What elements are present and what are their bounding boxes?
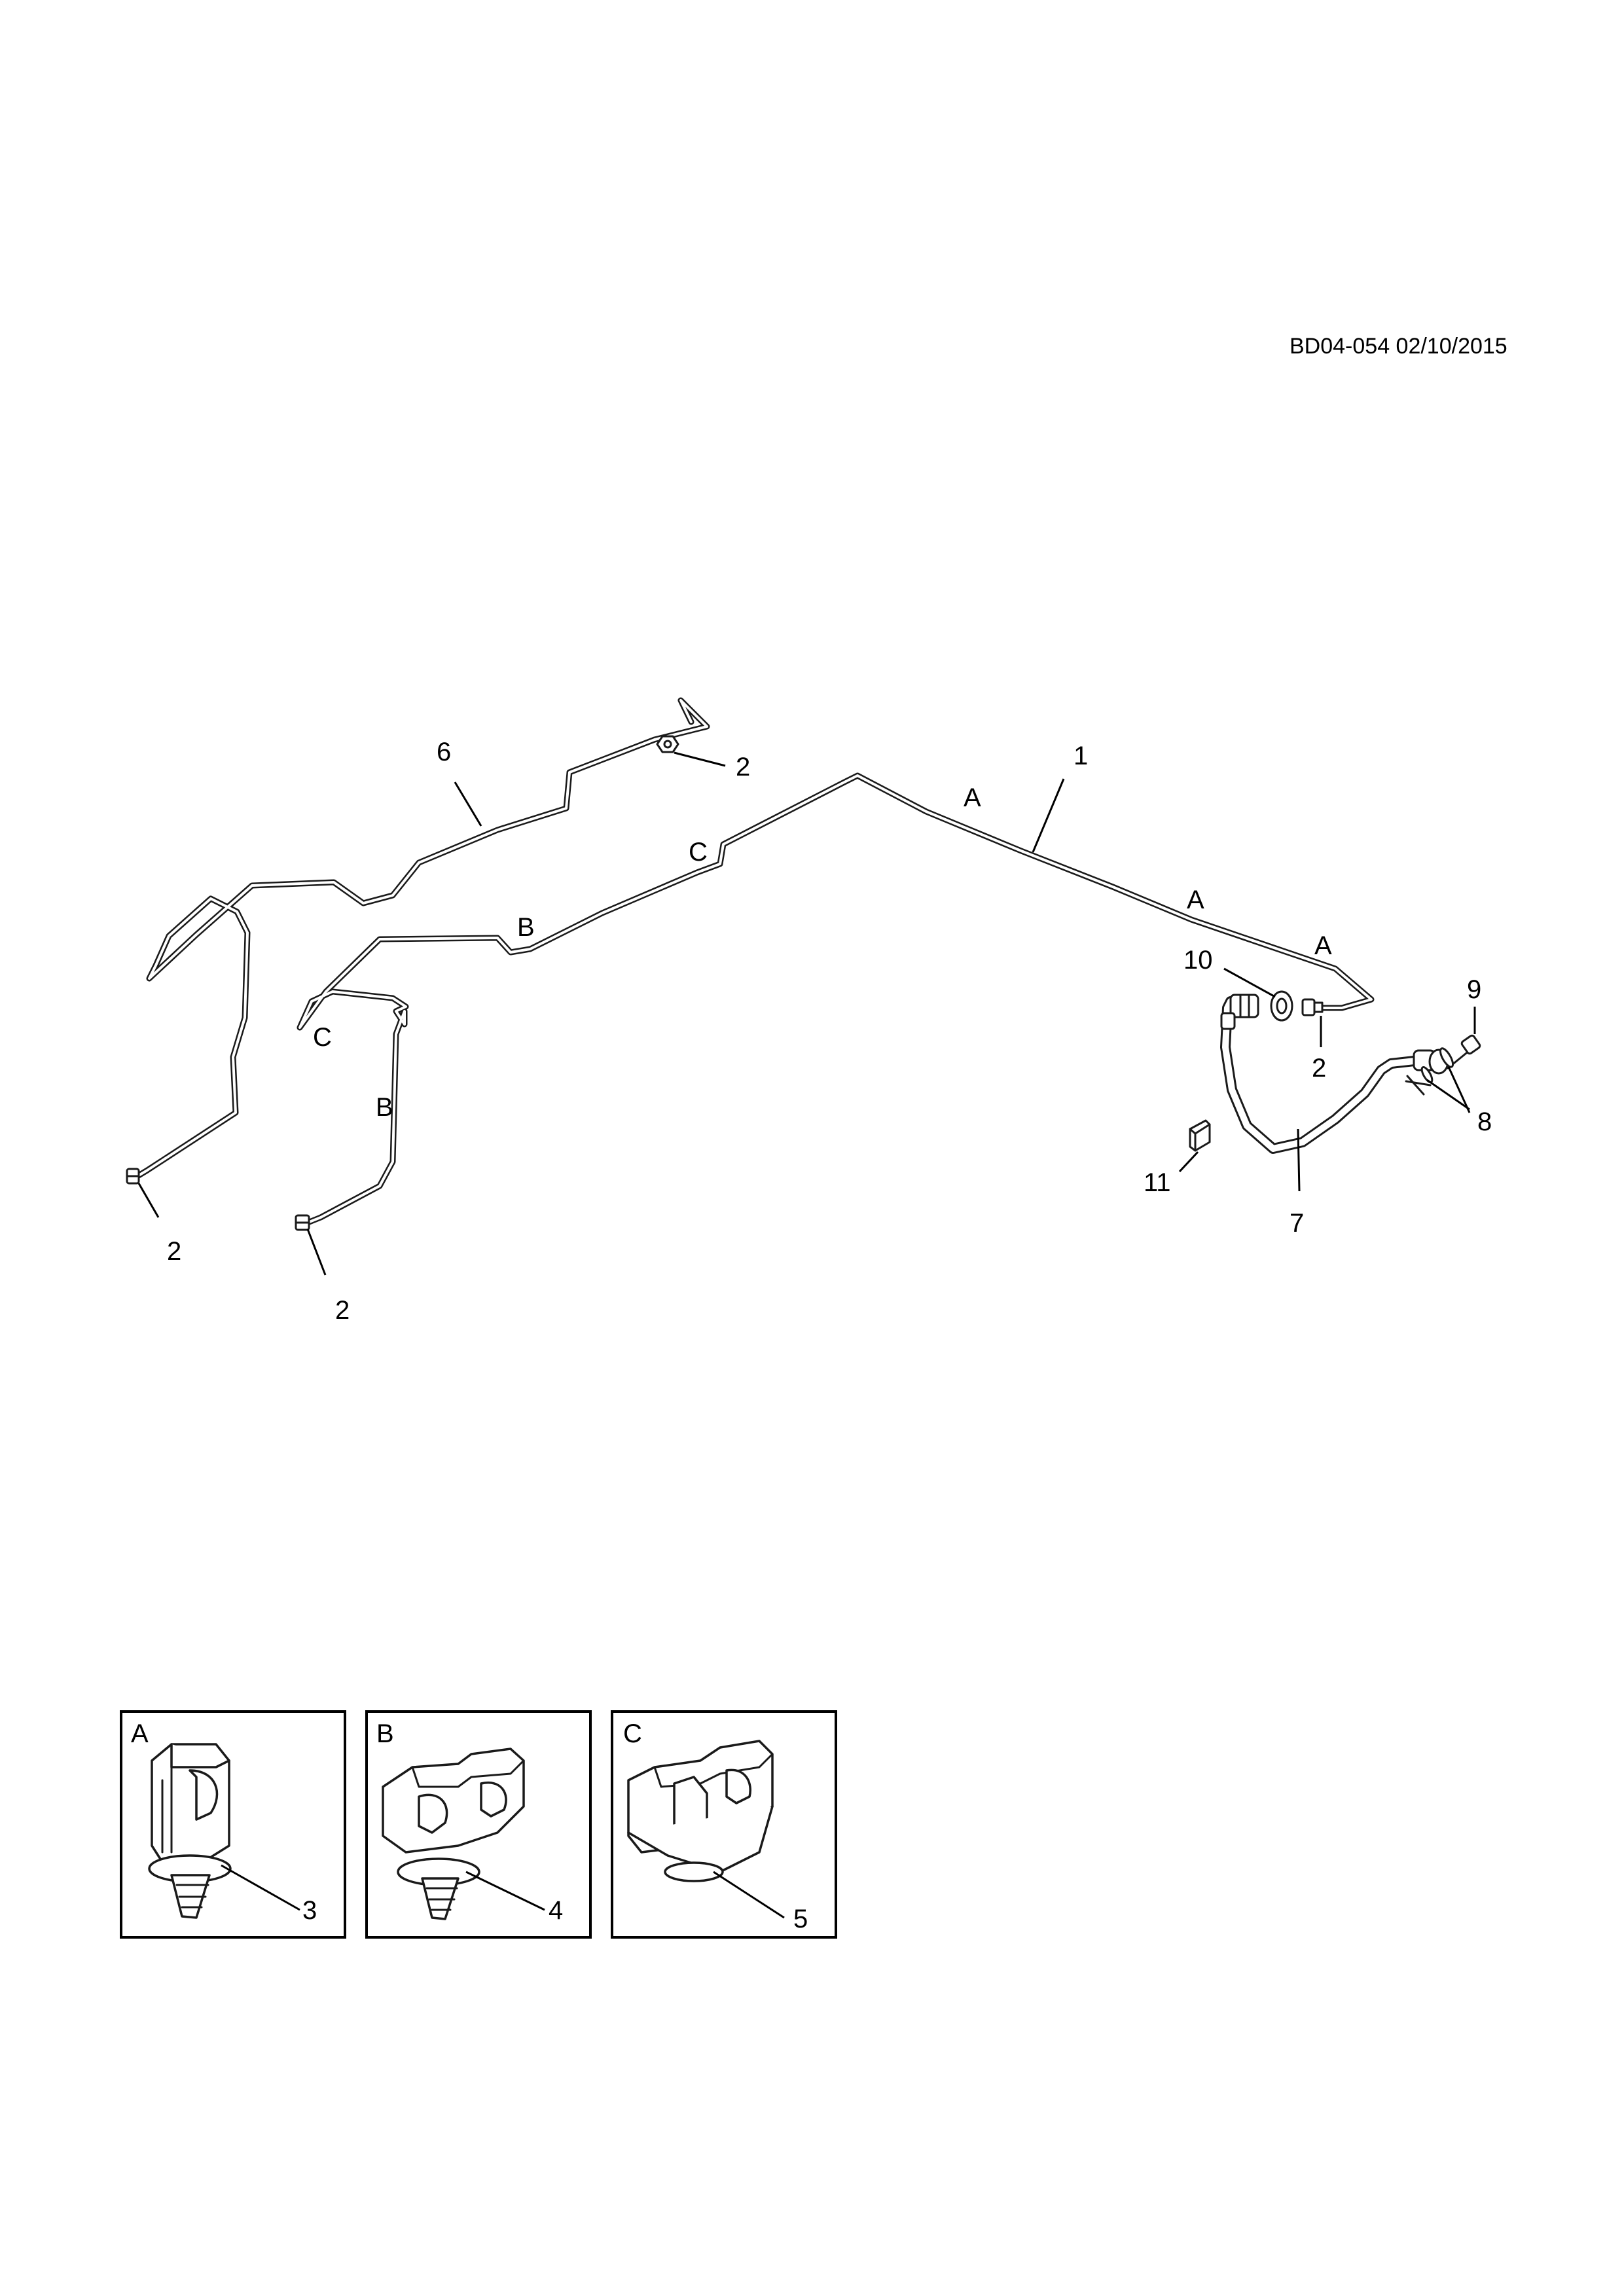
clip-position-b1: B [517,913,535,942]
callout-3: 3 [302,1896,317,1925]
clip-position-a1: A [964,783,981,812]
leader-lines [137,751,1476,1276]
diagram-code: BD04-054 02/10/2015 [1290,334,1507,359]
pipe-nut-top [656,735,679,753]
callout-9: 9 [1467,975,1481,1004]
callout-1: 1 [1074,742,1088,770]
clip-position-c2: C [313,1023,332,1052]
clip-position-a2: A [1187,886,1204,914]
clip-position-c1: C [689,838,708,867]
hose-retainer-clip-10 [1270,990,1293,1022]
callout-2-upper: 2 [736,753,750,781]
clip-position-a3: A [1314,931,1332,960]
detail-panel-a: A 3 [120,1710,346,1939]
panel-letter-b: B [376,1719,394,1748]
callout-11: 11 [1144,1168,1171,1197]
callout-2-center: 2 [335,1296,350,1325]
detail-panel-c: C 5 [611,1710,837,1939]
callout-10: 10 [1183,946,1213,975]
panel-letter-c: C [623,1719,642,1748]
pipe-nut-center [295,1214,310,1231]
banjo-bolt-9 [1447,1034,1481,1069]
callout-2-left: 2 [167,1237,181,1266]
brake-pipe-1 [297,772,1375,1227]
brake-pipe-6 [131,697,710,1181]
panel-letter-a: A [131,1719,149,1748]
copper-washers-8 [1405,1047,1454,1096]
pipe-nut-hose [1301,998,1324,1016]
detail-panel-b: B 4 [365,1710,592,1939]
callout-2-hose: 2 [1312,1054,1326,1083]
callout-8: 8 [1477,1107,1492,1136]
brake-hose-7 [1220,994,1449,1154]
clip-position-b2: B [376,1093,393,1122]
clip-c-drawing [627,1740,774,1882]
pipe-nut-left [126,1168,140,1185]
clip-a-drawing [148,1743,232,1919]
callout-5: 5 [793,1905,808,1933]
bracket-11 [1189,1119,1211,1152]
callout-4: 4 [549,1896,563,1925]
clip-b-drawing [382,1748,525,1920]
callout-6: 6 [437,738,451,766]
callout-7: 7 [1290,1209,1304,1238]
